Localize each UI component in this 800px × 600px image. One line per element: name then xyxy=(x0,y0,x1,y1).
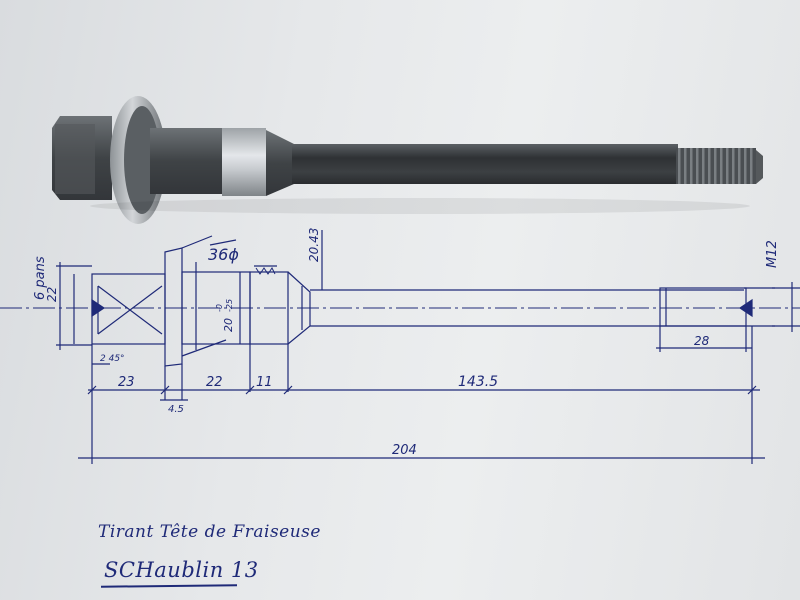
head-cross-2 xyxy=(97,285,163,335)
dim-11: 11 xyxy=(256,375,273,390)
dim-22-head: 22 xyxy=(45,287,59,302)
surface-finish-symbol xyxy=(255,267,276,275)
dim-23: 23 xyxy=(118,375,135,390)
dim-20-tol: 20 xyxy=(222,318,235,332)
sketch-taper xyxy=(287,271,311,345)
body-slant xyxy=(181,339,227,357)
dim-2043: 20.43 xyxy=(307,228,321,262)
dim-6pans: 6 pans xyxy=(33,256,48,300)
thread-end xyxy=(676,148,756,184)
dim-36: 36ϕ xyxy=(208,245,239,264)
dim-1435: 143.5 xyxy=(458,374,498,390)
head-arrow xyxy=(91,298,106,318)
bright-collar xyxy=(222,128,266,196)
dim-m12: M12 xyxy=(765,240,780,268)
dimension-labels: 6 pans 22 36ϕ 20.43 20 -0 -25 M12 2 45° … xyxy=(33,228,780,458)
dim-204: 204 xyxy=(392,443,417,458)
sketch-flange xyxy=(164,247,183,367)
flange-diag xyxy=(181,235,213,249)
dim-45: 4.5 xyxy=(168,404,184,415)
body-cylinder xyxy=(150,128,226,194)
thread-tip xyxy=(756,150,763,184)
tick-250 xyxy=(245,385,255,395)
sketch-thread xyxy=(659,287,747,327)
caption-machine: SCHaublin 13 xyxy=(104,558,259,582)
tick-752 xyxy=(747,385,757,395)
square-head-face xyxy=(55,124,95,194)
dim-28: 28 xyxy=(694,334,710,348)
caption-title: Tirant Tête de Fraiseuse xyxy=(98,522,321,542)
dim-tol-upper: -0 xyxy=(215,304,224,312)
dim-chamfer: 2 45° xyxy=(100,354,125,364)
tick-288 xyxy=(283,385,293,395)
tick-92 xyxy=(87,385,97,395)
thread-arrow xyxy=(738,298,753,318)
drawbar-photo xyxy=(52,96,763,224)
tick-165 xyxy=(160,385,170,395)
dim-22b: 22 xyxy=(206,375,223,390)
taper xyxy=(266,130,294,196)
body-top-slant xyxy=(209,239,237,246)
shadow xyxy=(90,198,750,214)
dim-tol-lower: -25 xyxy=(225,299,234,312)
shaft xyxy=(292,144,678,184)
technical-drawing xyxy=(0,230,800,464)
